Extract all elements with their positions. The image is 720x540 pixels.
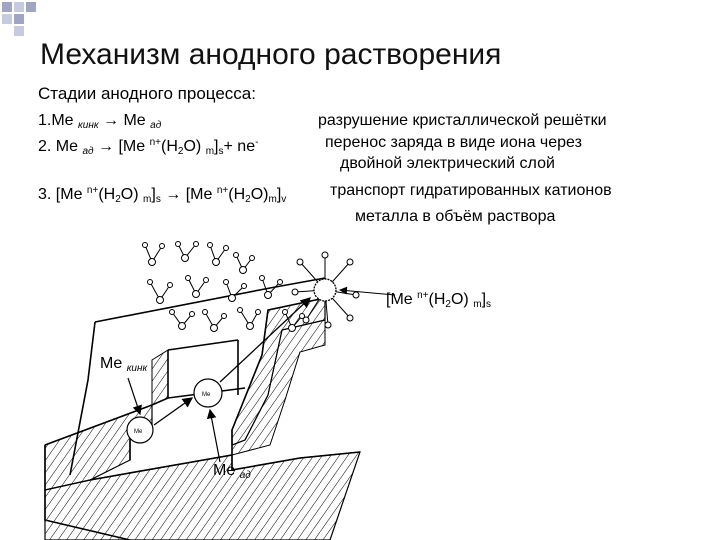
adatom-label-text: Me ад xyxy=(213,462,251,481)
hydrated-ion-bracket-open: [Me xyxy=(386,291,413,308)
kink-label-me: Me xyxy=(100,355,122,372)
pointer-adatom-label xyxy=(210,410,220,462)
kink-label: Me кинк xyxy=(100,355,147,374)
hydrated-ion-h2o-open: (H xyxy=(429,291,446,308)
adatom-label-subscript: ад xyxy=(240,470,251,481)
hydrated-ion-s: s xyxy=(486,299,491,310)
hydrated-ion-m: m xyxy=(473,299,481,310)
adatom-label: Me xyxy=(202,392,211,398)
kink-atom-label: Me xyxy=(134,429,143,435)
hydrated-ion-charge: n+ xyxy=(417,290,428,301)
crystal-face-rise xyxy=(152,350,168,405)
adatom-label-me: Me xyxy=(213,462,235,479)
kink-label-subscript: кинк xyxy=(127,363,148,374)
hydrated-ion-h2o-close: O) xyxy=(451,291,469,308)
pointer-kink-label xyxy=(128,378,140,414)
hydrated-ion-label: [Me n+(H2O) m]s xyxy=(386,290,491,310)
